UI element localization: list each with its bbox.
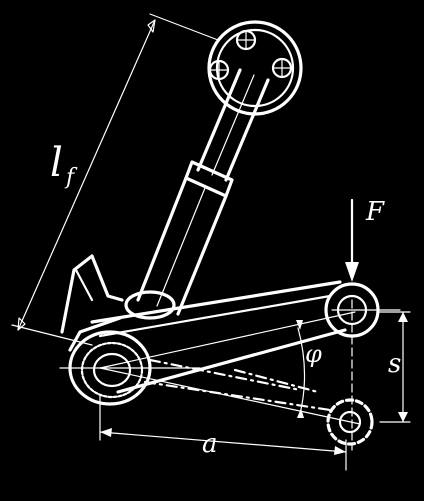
lower-pivot-hub: [68, 316, 152, 406]
label-angle: φ: [305, 340, 322, 368]
label-force: F: [365, 197, 385, 227]
label-arm: a: [202, 429, 218, 459]
bolt-right: [271, 57, 293, 79]
bolt-left: [208, 59, 230, 81]
strut: [124, 68, 270, 320]
dimension-a: [99, 394, 347, 471]
dimension-lf: [11, 13, 219, 346]
label-lf-subscript: f: [64, 165, 78, 190]
bracket: [60, 254, 124, 334]
dimension-s: [379, 311, 411, 423]
label-lf: l: [50, 140, 63, 186]
force-arrow: [345, 198, 359, 282]
center-lines: [59, 299, 356, 451]
angle-phi-arc: [296, 320, 306, 418]
lower-lever-position: [99, 358, 374, 446]
bolt-top: [235, 29, 257, 51]
label-stroke: s: [388, 349, 401, 379]
top-pivot-disc: [207, 20, 303, 116]
